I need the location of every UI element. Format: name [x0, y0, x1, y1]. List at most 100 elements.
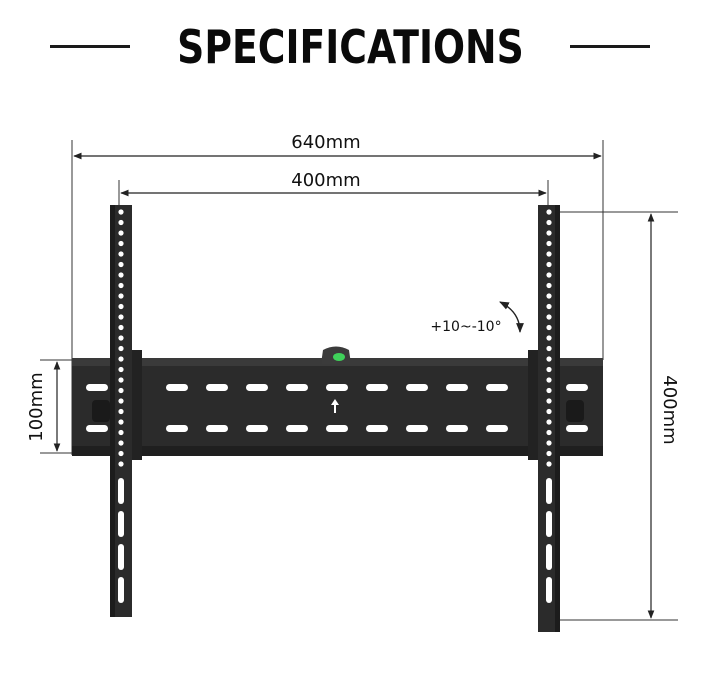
- arm-slot: [118, 511, 124, 537]
- arm-hole: [546, 366, 552, 373]
- arm-hole: [118, 293, 124, 299]
- up-arrow-icon: [331, 399, 339, 413]
- arm-hole: [546, 398, 552, 404]
- plate-slot: [166, 425, 188, 432]
- plate-slot: [366, 384, 388, 391]
- arm-hole: [118, 282, 124, 289]
- arm-hole: [118, 303, 124, 310]
- plate-slot: [206, 384, 228, 391]
- plate-slot: [446, 425, 468, 432]
- arm-slot: [118, 577, 124, 603]
- arm-slot: [118, 478, 124, 504]
- plate-slot: [286, 425, 308, 432]
- left-lock-knob: [92, 400, 110, 422]
- arm-hole: [118, 240, 124, 247]
- tilt-label: +10~-10°: [430, 319, 501, 335]
- arm-hole: [118, 440, 124, 446]
- arm-hole: [118, 398, 124, 404]
- arm-hole: [118, 335, 124, 341]
- arm-hole: [118, 230, 124, 236]
- arm-hole: [118, 209, 124, 215]
- arm-hole: [546, 261, 552, 268]
- plate-slot: [486, 425, 508, 432]
- plate-slots: [86, 384, 588, 432]
- plate-slot: [566, 384, 588, 391]
- plate-slot: [246, 425, 268, 432]
- plate-slot: [206, 425, 228, 432]
- arm-hole: [118, 377, 124, 383]
- arm-hole: [546, 240, 552, 247]
- arm-hole: [118, 251, 124, 257]
- title-rule-left: [50, 45, 130, 48]
- plate-slot: [326, 425, 348, 432]
- tilt-indicator: +10~-10°: [430, 301, 524, 335]
- page-title: SPECIFICATIONS: [177, 20, 524, 74]
- arm-hole: [546, 377, 552, 383]
- arm-hole: [546, 282, 552, 289]
- arm-hole: [118, 356, 124, 362]
- left-arm-holes: [118, 209, 124, 603]
- arm-hole: [546, 324, 552, 331]
- dimension-arrows: [53, 152, 655, 619]
- arm-hole: [546, 419, 552, 425]
- label-vesa-width: 400mm: [291, 170, 360, 191]
- arm-hole: [546, 251, 552, 257]
- arm-hole: [546, 335, 552, 341]
- arm-hole: [546, 219, 552, 226]
- arm-hole: [546, 450, 552, 457]
- arm-hole: [118, 366, 124, 373]
- arm-hole: [546, 387, 552, 394]
- arm-hole: [118, 219, 124, 226]
- right-lock-knob: [566, 400, 584, 422]
- plate-slot: [406, 384, 428, 391]
- arm-hole: [546, 230, 552, 236]
- plate-slot: [486, 384, 508, 391]
- arm-hole: [546, 461, 552, 467]
- arm-hole: [118, 261, 124, 268]
- arm-hole: [546, 303, 552, 310]
- arm-hole: [118, 461, 124, 467]
- arm-hole: [118, 450, 124, 457]
- arm-slot: [546, 544, 552, 570]
- arm-hole: [118, 314, 124, 320]
- arm-hole: [118, 429, 124, 436]
- arm-hole: [118, 419, 124, 425]
- arm-hole: [546, 314, 552, 320]
- plate-slot: [566, 425, 588, 432]
- title-row: SPECIFICATIONS: [0, 12, 701, 82]
- label-vesa-height: 400mm: [659, 375, 680, 444]
- arm-slot: [546, 511, 552, 537]
- right-arm: [528, 205, 560, 632]
- tilt-arrow-icon: [499, 301, 524, 333]
- plate-slot: [246, 384, 268, 391]
- arm-hole: [546, 293, 552, 299]
- plate-slot: [166, 384, 188, 391]
- plate-slot: [366, 425, 388, 432]
- arm-slot: [118, 544, 124, 570]
- arm-hole: [546, 429, 552, 436]
- arm-hole: [546, 345, 552, 352]
- right-arm-holes: [546, 209, 552, 603]
- plate-slot: [86, 425, 108, 432]
- arm-hole: [546, 272, 552, 278]
- plate-slot: [406, 425, 428, 432]
- arm-slot: [546, 478, 552, 504]
- label-overall-width: 640mm: [291, 132, 360, 153]
- plate-slot: [446, 384, 468, 391]
- wall-plate: [72, 358, 603, 456]
- title-rule-right: [570, 45, 650, 48]
- arm-hole: [546, 356, 552, 362]
- arm-hole: [118, 345, 124, 352]
- plate-slot: [326, 384, 348, 391]
- arm-hole: [546, 408, 552, 415]
- arm-hole: [118, 324, 124, 331]
- arm-hole: [118, 408, 124, 415]
- label-plate-height: 100mm: [26, 372, 47, 441]
- arm-hole: [118, 387, 124, 394]
- plate-slot: [86, 384, 108, 391]
- arm-hole: [546, 440, 552, 446]
- plate-slot: [286, 384, 308, 391]
- arm-slot: [546, 577, 552, 603]
- left-arm: [110, 205, 142, 617]
